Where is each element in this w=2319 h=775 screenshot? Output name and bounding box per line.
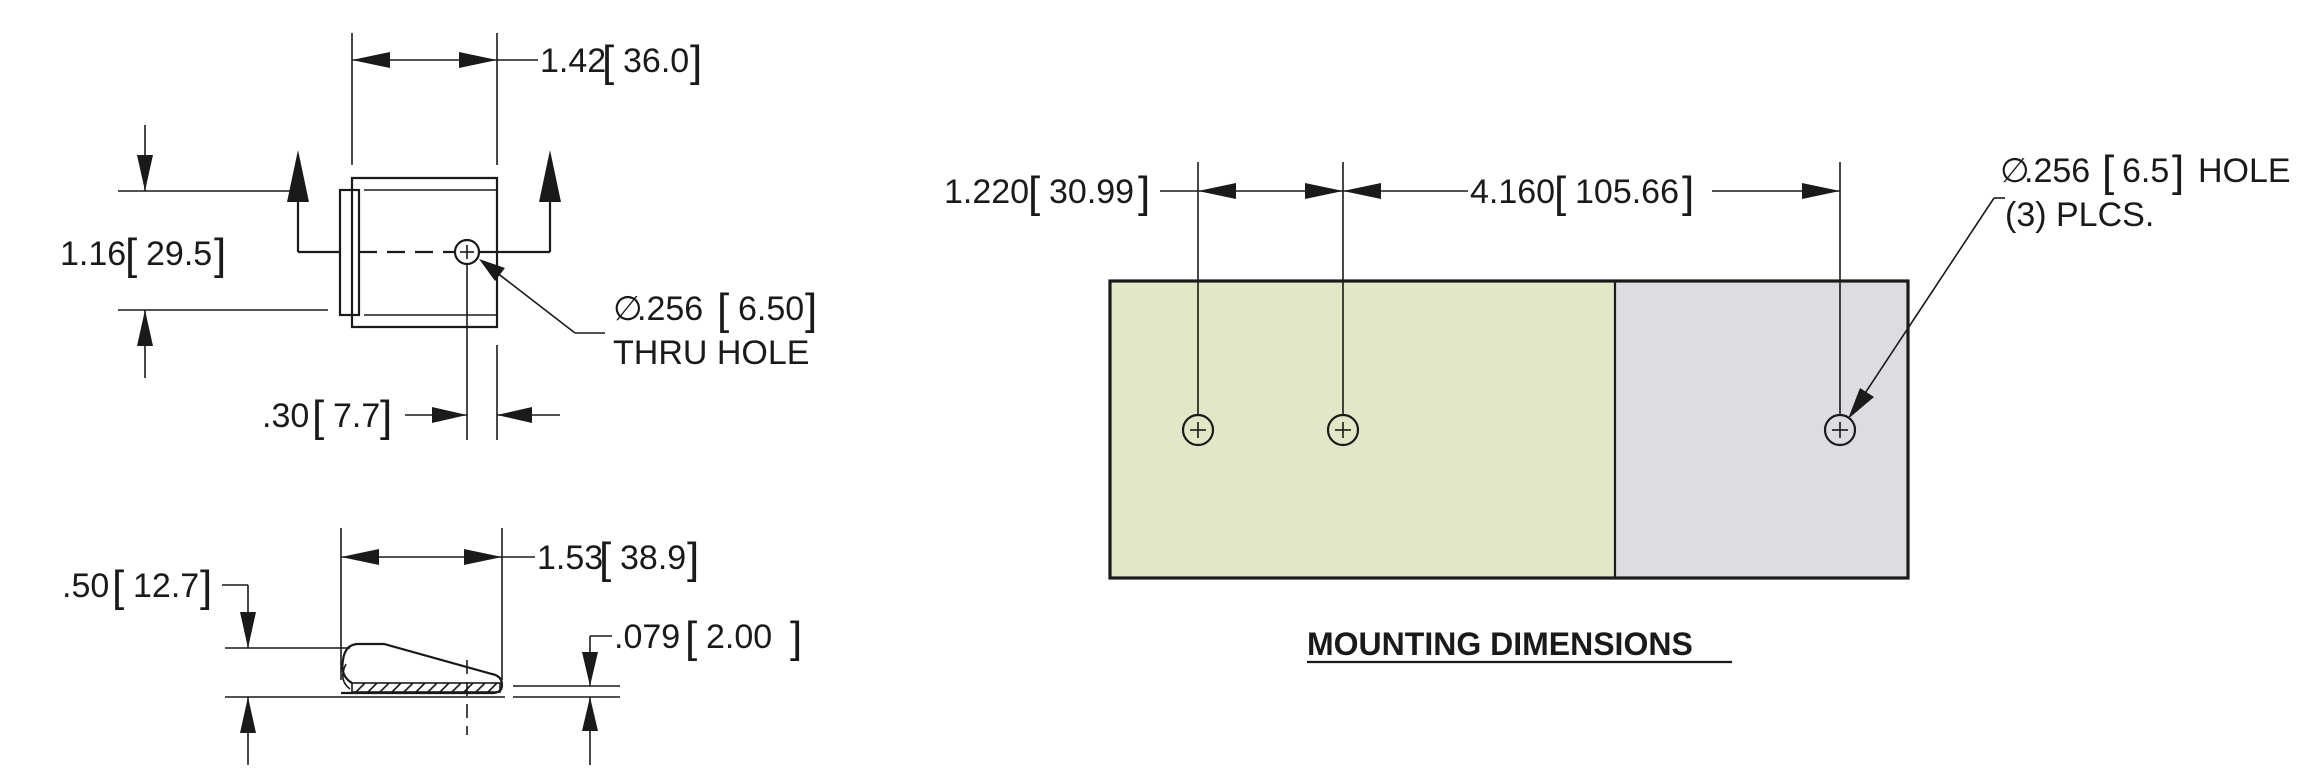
svg-text:]: ] (214, 230, 226, 279)
svg-text:]: ] (2172, 147, 2184, 196)
top-hole-symbol: ∅ (613, 290, 643, 328)
section-arrow-right (539, 150, 561, 202)
mount-first-hole-mm: 30.99 (1049, 173, 1134, 211)
svg-text:[: [ (1554, 168, 1566, 217)
mount-hole-suffix: HOLE (2198, 152, 2291, 190)
mounting-plate-outline (1108, 279, 1910, 580)
top-height-mm: 29.5 (146, 235, 212, 273)
svg-text:]: ] (805, 285, 817, 334)
mount-hole-mm: 6.5 (2122, 152, 2169, 190)
mount-first-hole-in: 1.220 (944, 173, 1029, 211)
svg-text:[: [ (312, 392, 324, 441)
svg-text:]: ] (200, 562, 212, 611)
plate-left-region (1110, 281, 1615, 578)
section-arrow-left (287, 150, 309, 202)
side-view-hatching (355, 682, 498, 693)
top-height-in: 1.16 (60, 235, 126, 273)
plate-right-region (1615, 281, 1908, 578)
svg-text:]: ] (687, 534, 699, 583)
svg-text:]: ] (1138, 168, 1150, 217)
top-hole-note: THRU HOLE (613, 334, 809, 372)
top-offset-in: .30 (262, 397, 309, 435)
mount-span-mm: 105.66 (1575, 173, 1679, 211)
top-width-bracket-open: [ (602, 37, 614, 86)
mount-hole-count-note: (3) PLCS. (2005, 196, 2154, 234)
mounting-title: MOUNTING DIMENSIONS (1307, 626, 1693, 662)
side-length-in: 1.53 (537, 539, 603, 577)
svg-text:[: [ (599, 534, 611, 583)
mounting-view: 1.220 [ 30.99 ] 4.160 [ 105.66 ] ∅ .256 … (944, 147, 2291, 664)
svg-text:[: [ (2102, 147, 2114, 196)
svg-text:[: [ (717, 285, 729, 334)
mount-hole-1 (1181, 413, 1215, 447)
svg-text:[: [ (125, 230, 137, 279)
top-view-body-outline (350, 176, 499, 329)
side-length-mm: 38.9 (620, 539, 686, 577)
top-view-edge-flange (338, 188, 361, 317)
top-hole-in: .256 (637, 290, 703, 328)
svg-text:]: ] (790, 613, 802, 662)
svg-text:]: ] (380, 392, 392, 441)
mount-hole-2 (1326, 413, 1360, 447)
mount-hole-symbol: ∅ (2000, 152, 2030, 190)
svg-text:[: [ (112, 562, 124, 611)
top-view: 1.42 [ 36.0 ] 1.16 [ 29.5 ] ∅ .256 [ 6.5… (60, 33, 817, 441)
top-hole-mm: 6.50 (738, 290, 804, 328)
top-width-bracket-close: ] (690, 37, 702, 86)
side-view: 1.53 [ 38.9 ] .50 [ 12.7 ] .079 [ 2.00 ] (62, 528, 802, 765)
side-thickness-mm: 2.00 (706, 618, 772, 656)
top-width-mm: 36.0 (623, 42, 689, 80)
side-thickness-in: .079 (614, 618, 680, 656)
top-offset-mm: 7.7 (333, 397, 380, 435)
svg-text:[: [ (685, 613, 697, 662)
top-width-in: 1.42 (540, 42, 606, 80)
svg-text:]: ] (1682, 168, 1694, 217)
mount-hole-in: .256 (2024, 152, 2090, 190)
side-height-mm: 12.7 (133, 567, 199, 605)
mount-hole-3 (1823, 413, 1857, 447)
mount-span-in: 4.160 (1470, 173, 1555, 211)
svg-text:[: [ (1028, 168, 1040, 217)
side-height-in: .50 (62, 567, 109, 605)
